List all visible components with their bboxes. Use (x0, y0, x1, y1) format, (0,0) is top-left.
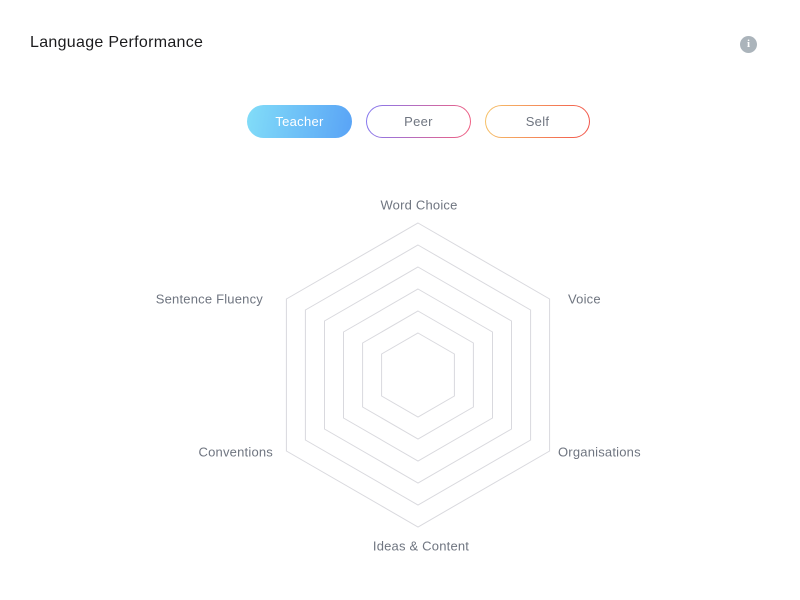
filter-group: Teacher Peer Self (247, 105, 590, 138)
axis-label: Organisations (558, 444, 641, 460)
info-icon[interactable]: i (740, 36, 757, 53)
filter-peer-button[interactable]: Peer (366, 105, 471, 138)
filter-teacher-label: Teacher (275, 114, 324, 129)
axis-label: Ideas & Content (372, 538, 470, 554)
filter-peer-label: Peer (367, 106, 470, 137)
filter-self-label: Self (486, 106, 589, 137)
filter-self-button[interactable]: Self (485, 105, 590, 138)
filter-teacher-button[interactable]: Teacher (247, 105, 352, 138)
axis-label: Conventions (198, 444, 273, 460)
page-title: Language Performance (30, 34, 204, 51)
axis-label: Voice (568, 291, 601, 307)
axis-label: Word Choice (380, 197, 458, 213)
axis-label: Sentence Fluency (155, 291, 263, 307)
